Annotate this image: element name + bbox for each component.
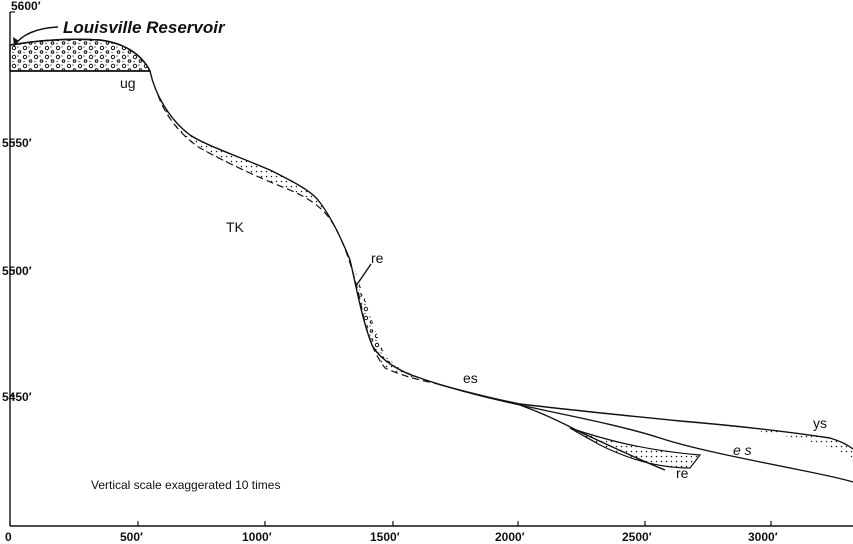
scale-note: Vertical scale exaggerated 10 times bbox=[91, 478, 280, 492]
unit-label-re-lower: re bbox=[676, 465, 689, 481]
x-tick-label-2500: 2500′ bbox=[622, 530, 652, 544]
y-tick-label-5550: 5550′ bbox=[2, 136, 32, 150]
unit-label-ys: ys bbox=[813, 415, 827, 431]
young-sediment-wedge bbox=[690, 421, 853, 458]
x-tick-label-500: 500′ bbox=[120, 530, 143, 544]
x-tick-label-3000: 3000′ bbox=[748, 530, 778, 544]
slope-deposit-upper bbox=[150, 71, 434, 383]
reservoir-label: Louisville Reservoir bbox=[63, 18, 226, 37]
slope-deposit-lower bbox=[569, 427, 702, 469]
arrowhead-icon bbox=[13, 37, 19, 46]
re-label-leader bbox=[355, 263, 372, 287]
y-tick-label-5450: 5450′ bbox=[2, 390, 32, 404]
x-tick-label-1000: 1000′ bbox=[242, 530, 272, 544]
x-tick-label-1500: 1500′ bbox=[370, 530, 400, 544]
x-tick-label-0: 0 bbox=[5, 530, 12, 544]
y-tick-label-5600: 5600′ bbox=[11, 0, 41, 13]
lower-wedge-base bbox=[519, 404, 666, 471]
terrace-surface-line bbox=[433, 382, 853, 450]
x-ticks bbox=[9, 521, 772, 526]
y-tick-label-5500: 5500′ bbox=[2, 264, 32, 278]
ground-surface-profile bbox=[9, 38, 853, 483]
dashed-contact-line bbox=[157, 94, 435, 384]
slope-gravel-lens bbox=[355, 270, 420, 378]
unit-label-ug: ug bbox=[120, 75, 136, 91]
unit-label-es-lower: e s bbox=[733, 442, 752, 458]
x-tick-label-2000: 2000′ bbox=[495, 530, 525, 544]
unit-label-es-upper: es bbox=[463, 370, 478, 386]
unit-label-tk: TK bbox=[226, 219, 245, 235]
upper-gravel-deposit bbox=[9, 38, 152, 72]
y-ticks bbox=[10, 11, 15, 397]
unit-label-re-upper: re bbox=[371, 250, 384, 266]
